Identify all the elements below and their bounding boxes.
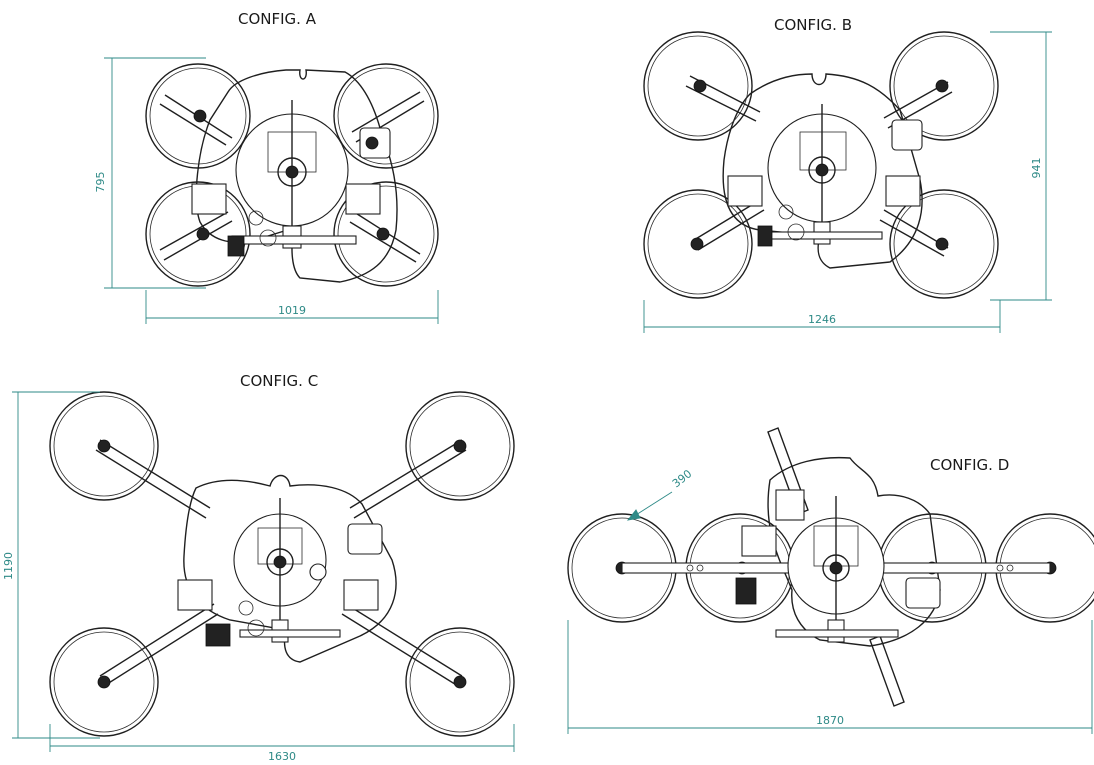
config-d-dim-width — [567, 620, 1093, 734]
config-c-pad-bottom-right — [341, 579, 515, 737]
config-a-dim-width — [145, 290, 439, 324]
config-c-pad-top-left — [49, 391, 211, 519]
config-b-dim-height-label: 941 — [1030, 158, 1043, 179]
config-b-dim-width-label: 1246 — [808, 313, 836, 326]
config-b-group: CONFIG. B — [643, 16, 1052, 333]
config-c-dim-width-label: 1630 — [268, 750, 296, 763]
config-a-pad-bottom-right — [333, 181, 439, 287]
config-c-frame — [183, 474, 397, 663]
config-d-dim-width-label: 1870 — [816, 714, 844, 727]
config-c-dim-height — [12, 391, 100, 739]
config-a-dim-height-label: 795 — [94, 172, 107, 193]
config-d-dim-pad-label: 390 — [670, 467, 695, 490]
config-c-label: CONFIG. C — [240, 372, 318, 390]
config-b-dim-width — [643, 300, 1001, 333]
config-a-pad-bottom-left — [145, 181, 251, 287]
config-d-dim-pad — [626, 491, 673, 521]
config-b-pad-top-right — [883, 31, 999, 151]
config-b-center-hub — [757, 104, 883, 247]
config-a-frame — [195, 69, 398, 283]
config-a-group: CONFIG. A — [94, 10, 439, 324]
config-c-dim-width — [49, 724, 515, 752]
config-b-label: CONFIG. B — [774, 16, 852, 34]
config-a-dim-height — [104, 57, 206, 289]
config-a-dim-width-label: 1019 — [278, 304, 306, 317]
config-b-frame — [722, 73, 923, 269]
config-d-center-hub — [735, 496, 899, 643]
config-d-group: CONFIG. D — [567, 427, 1094, 734]
config-c-group: CONFIG. C — [2, 372, 515, 763]
config-b-pad-bottom-left — [643, 175, 765, 299]
config-d-label: CONFIG. D — [930, 456, 1009, 474]
config-a-pad-top-left — [145, 63, 251, 169]
config-a-pad-top-right — [333, 63, 439, 169]
config-c-center-hub — [205, 498, 341, 647]
config-c-dim-height-label: 1190 — [2, 552, 15, 580]
config-c-pad-top-right — [347, 391, 515, 555]
config-c-pad-bottom-left — [49, 579, 219, 737]
config-a-center-hub — [227, 100, 357, 257]
config-b-pad-top-left — [643, 31, 761, 141]
config-b-pad-bottom-right — [879, 175, 999, 299]
config-a-label: CONFIG. A — [238, 10, 317, 28]
